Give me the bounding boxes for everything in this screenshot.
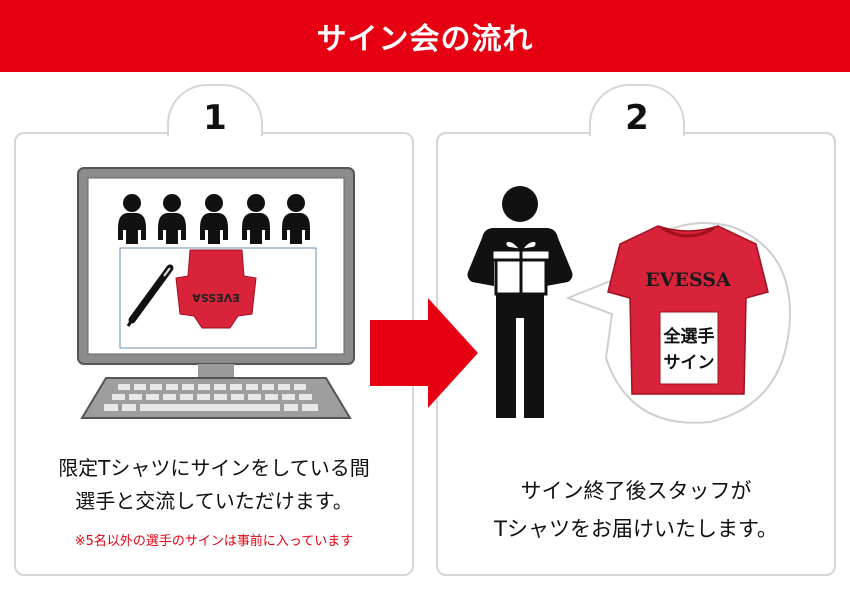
- step-2-description: サイン終了後スタッフが Tシャツをお届けいたします。: [436, 472, 836, 548]
- t-shirt-icon: EVESSA: [175, 249, 257, 329]
- step-1-description: 限定Tシャツにサインをしている間 選手と交流していただけます。: [14, 452, 414, 518]
- step-1-line-2: 選手と交流していただけます。: [75, 489, 353, 513]
- bubble-t-shirt-icon: EVESSA 全選手 サイン: [607, 225, 769, 395]
- monitor-shirt-logo: EVESSA: [192, 291, 240, 304]
- people-icon: [118, 194, 310, 244]
- step-1-number: 1: [203, 98, 227, 138]
- person-with-gift-icon: [467, 186, 573, 418]
- header-banner: サイン会の流れ: [0, 0, 850, 72]
- page-title: サイン会の流れ: [316, 22, 534, 57]
- step-1-tab: [167, 84, 263, 136]
- arrow-right-icon: [370, 298, 478, 408]
- step-2-line-2: Tシャツをお届けいたします。: [494, 517, 778, 541]
- step-1-line-1: 限定Tシャツにサインをしている間: [58, 456, 370, 480]
- bubble-shirt-logo: EVESSA: [645, 269, 731, 291]
- monitor-icon: EVESSA: [77, 167, 355, 419]
- step-1-note: ※5名以外の選手のサインは事前に入っています: [74, 534, 354, 549]
- tag-line-2: サイン: [664, 353, 715, 373]
- tag-line-1: 全選手: [663, 326, 715, 347]
- step-2-number: 2: [625, 98, 649, 138]
- speech-bubble-icon: EVESSA 全選手 サイン: [565, 222, 792, 424]
- pen-icon: [126, 264, 174, 327]
- step-2-line-1: サイン終了後スタッフが: [520, 479, 752, 503]
